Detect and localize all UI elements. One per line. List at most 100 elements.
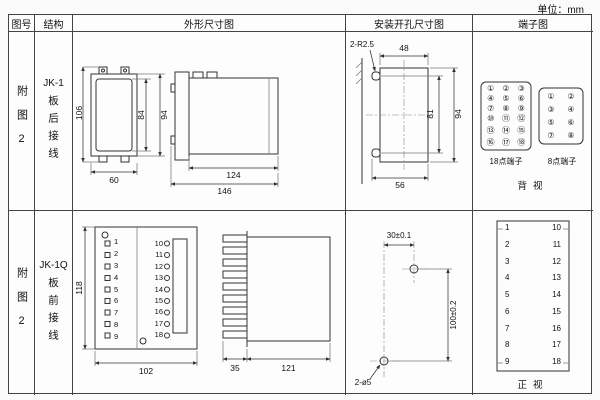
terminal-number: ⑧ [567,131,575,140]
header-install: 安装开孔尺寸图 [346,15,473,32]
terminal-number: 16 [154,307,163,317]
terminal-number: 8 [505,340,510,350]
terminal-number: ③ [517,84,525,94]
terminal-number: 8 [114,320,119,330]
terminal-number: 12 [154,261,163,271]
terminal-number: 1 [505,223,510,232]
label-8-point: 8点端子 [547,157,577,166]
dim-height-inner: 84 [136,110,146,120]
side-view [170,71,279,187]
terminal-number: 11 [552,239,561,249]
dim-width: 102 [138,366,154,376]
dim-width-top: 48 [399,43,409,53]
terminal-number: ② [567,92,575,101]
note-hole-diameter: 2-ø5 [354,378,372,387]
row2-fig-no: 附图2 [15,266,28,340]
dim-height-total: 94 [453,109,463,119]
dim-width-bottom: 56 [395,180,405,190]
row2-structure-cell: JK-1Q 板前接线 [35,211,73,395]
view-label-front: 正视 [517,380,549,391]
terminal-number: 7 [505,323,510,333]
dim-hole-offset: 30±0.1 [386,231,412,240]
terminal-number: 6 [114,296,119,306]
terminal-number: 13 [552,273,561,283]
header-fig-no: 图号 [9,15,35,32]
terminal-number: 2 [114,248,119,258]
terminal-number: 14 [154,284,163,294]
row1-fig-no-cell: 附图2 [9,32,35,211]
dim-depth-body: 124 [226,170,241,180]
terminal-number: ⑫ [517,114,526,124]
terminal-number: 6 [505,306,510,316]
terminal-number: 13 [154,273,163,283]
row2-model: JK-1Q [39,259,68,271]
terminal-number: 2 [505,239,510,249]
header-structure: 结构 [35,15,73,32]
terminal-number: ⑨ [517,103,525,113]
terminal-number: ⑥ [517,93,525,103]
row2-install-drawing [369,241,452,380]
dimension-table: 图号 结构 外形尺寸图 安装开孔尺寸图 端子图 附图2 JK-1 板后接线 [8,14,593,395]
terminal-number: 10 [552,223,561,232]
terminal-number: 16 [552,323,561,333]
row1-outline-cell: 106 84 94 60 124 146 [73,32,346,211]
row2-terminal-drawing [496,220,570,372]
row1-structure-cell: JK-1 板后接线 [35,32,73,211]
terminal-number: 9 [505,357,510,366]
terminal-number: ⑮ [517,125,526,135]
dim-depth-body: 121 [281,363,296,373]
header-terminal: 端子图 [473,15,593,32]
terminal-number: ⑦ [487,103,495,113]
dim-hole-pitch: 81 [425,109,435,119]
terminal-number: 3 [505,256,510,266]
row1-install-drawing [355,49,458,184]
terminal-number: ⑭ [501,125,510,135]
side-view [222,231,331,362]
front-view [81,66,165,175]
header-outline: 外形尺寸图 [73,15,346,32]
dim-width-front: 60 [109,175,119,185]
terminal-number: ① [547,92,555,101]
dim-hole-pitch: 100±0.2 [449,300,458,330]
dim-depth-front: 35 [230,363,240,373]
terminal-number: ⑤ [547,118,555,127]
terminal-number: 4 [114,272,119,282]
terminal-number: ④ [487,93,495,103]
terminal-number: ⑥ [567,118,575,127]
terminal-number: ⑰ [501,137,510,147]
terminal-number: 7 [114,308,119,318]
terminal-number: 4 [505,273,510,283]
terminal-number: ⑱ [517,137,526,147]
dim-depth-total: 146 [217,186,232,196]
terminal-number: ⑯ [486,137,495,147]
row1-structure: 板后接线 [47,94,59,165]
terminal-number: 5 [114,284,119,294]
terminal-number: ⑧ [502,103,510,113]
terminal-number: 5 [505,290,510,299]
terminal-number: 17 [154,318,163,328]
terminal-number: ⑤ [502,93,510,103]
terminal-number: ⑬ [486,125,495,135]
front-view [82,226,198,366]
row1-install-cell: 2-R2.5 48 81 94 56 [346,32,473,211]
terminal-number: 15 [154,295,163,305]
terminal-number: ② [502,84,510,94]
note-corner-radius: 2-R2.5 [349,40,374,49]
terminal-number: ⑦ [547,131,555,140]
terminal-number: ③ [547,105,555,114]
terminal-number: 9 [114,332,119,341]
dim-height-total: 106 [74,105,84,121]
row2-install-cell: 30±0.1 100±0.2 2-ø5 [346,211,473,395]
terminal-number: 17 [552,340,561,350]
label-18-point: 18点端子 [489,157,523,166]
row1-fig-no: 附图2 [15,84,28,158]
view-label-rear: 背视 [517,181,549,192]
row1-outline-drawing [81,66,279,187]
terminal-number: 18 [552,357,561,366]
